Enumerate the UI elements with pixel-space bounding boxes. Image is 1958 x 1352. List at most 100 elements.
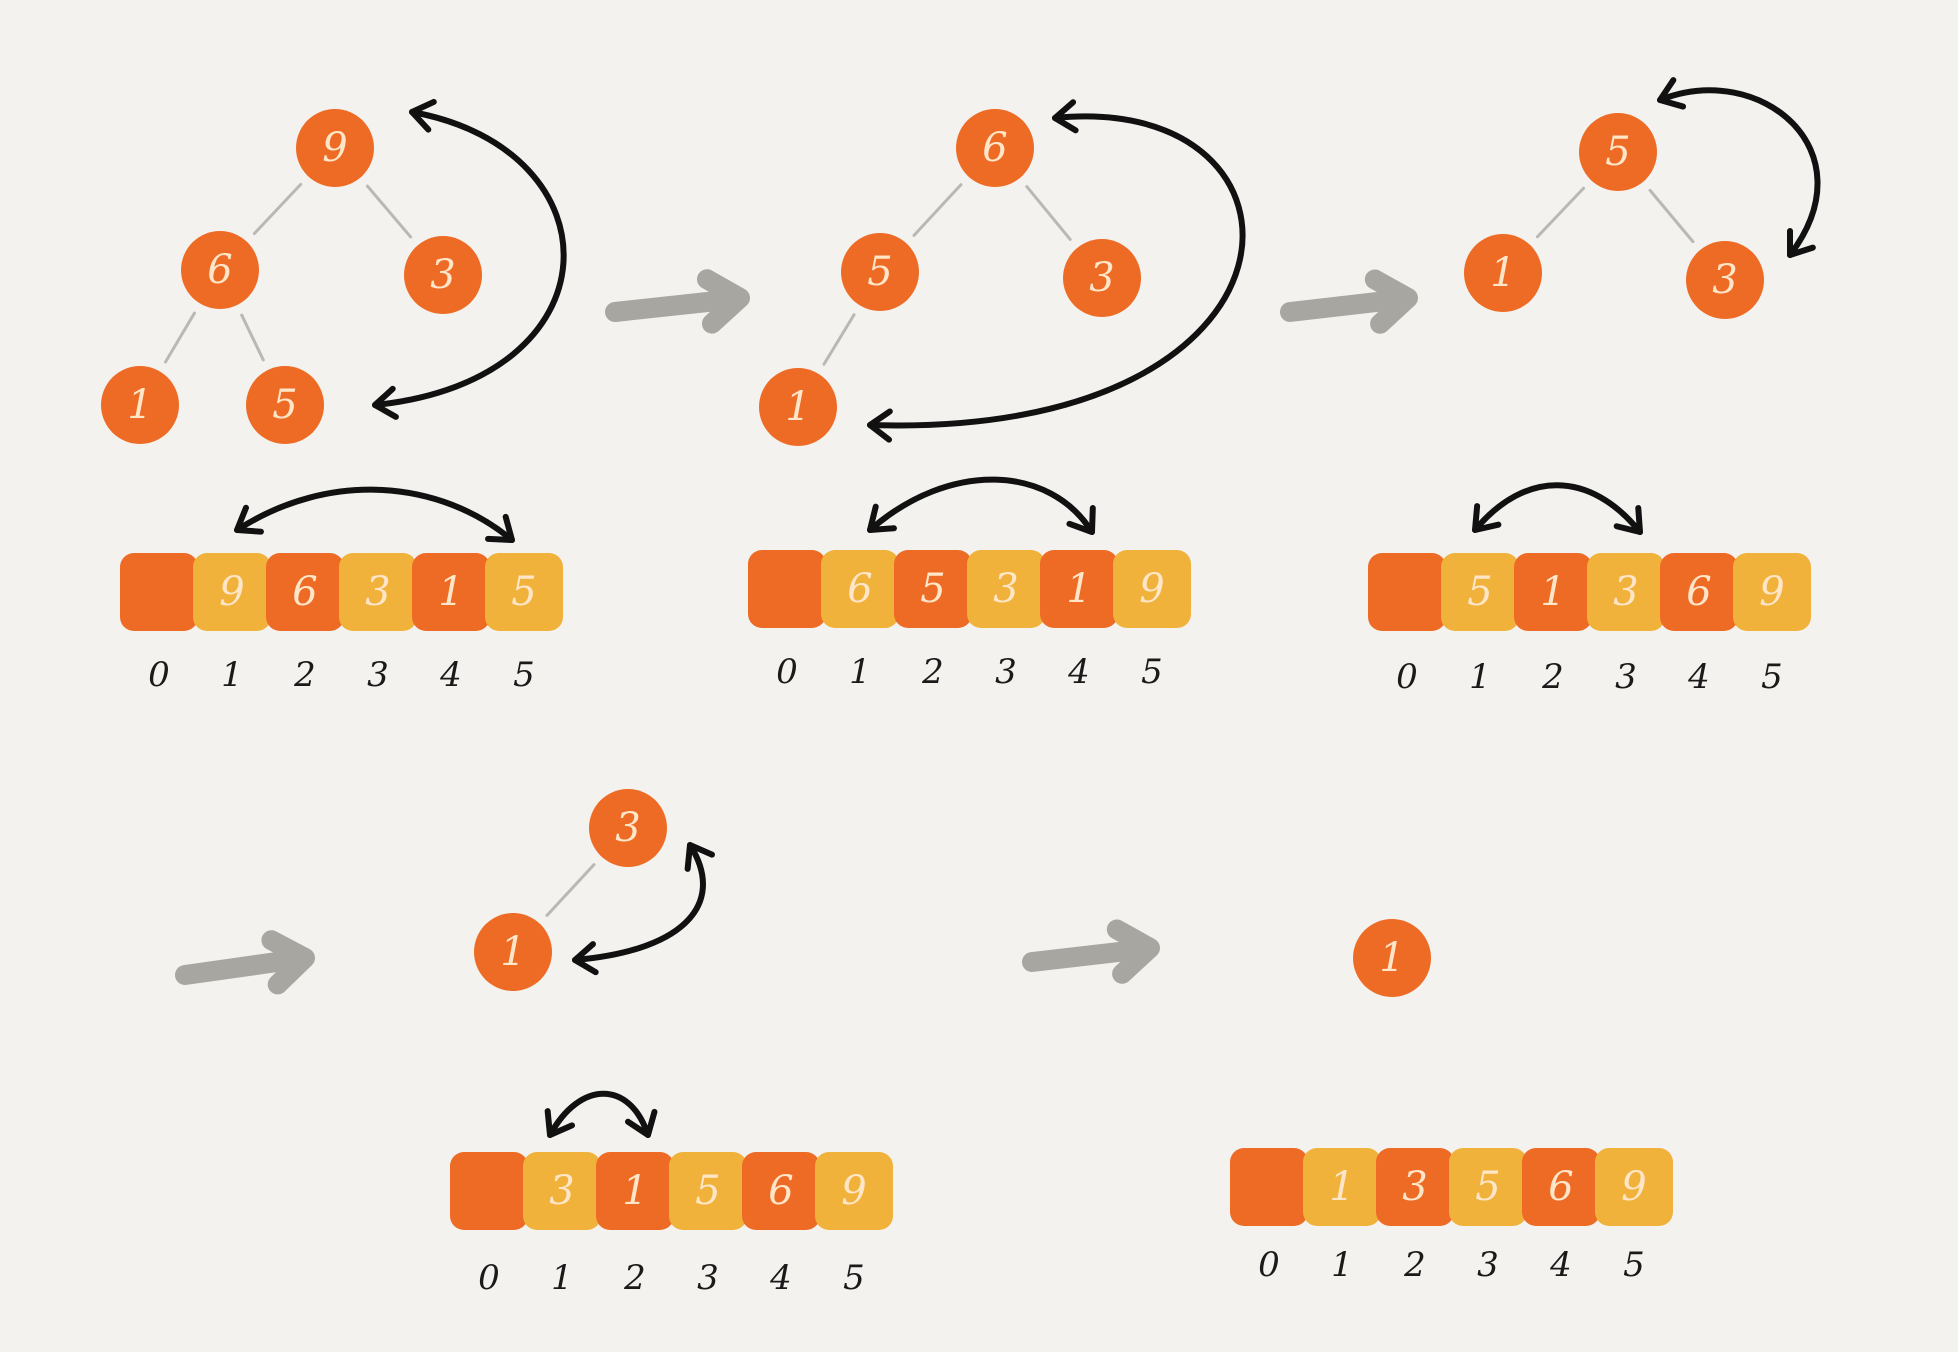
swap-arrow	[572, 842, 706, 963]
tree-edge	[545, 863, 596, 917]
swap-arrow	[547, 1090, 651, 1138]
array-index-label: 0	[1396, 657, 1418, 697]
array-cell-empty	[120, 553, 198, 631]
array-cell: 9	[1733, 553, 1811, 631]
tree-edge	[240, 313, 265, 362]
array-index-label: 1	[221, 655, 243, 695]
array-index-label: 5	[1761, 657, 1783, 697]
heap-node: 3	[1063, 239, 1141, 317]
tree-edge	[912, 183, 963, 237]
array-index-label: 3	[1615, 657, 1637, 697]
swap-arrow-head-icon	[1613, 505, 1643, 535]
array-index-label: 2	[1542, 657, 1564, 697]
swap-arrow-head-icon	[409, 98, 437, 133]
heap-node: 3	[1686, 241, 1764, 319]
array-index-label: 4	[1688, 657, 1710, 697]
flow-arrow	[605, 290, 736, 322]
array-cell: 1	[1040, 550, 1118, 628]
heap-node: 5	[246, 366, 324, 444]
tree-edge	[365, 184, 413, 239]
heap-node: 3	[404, 236, 482, 314]
array-index-label: 5	[843, 1258, 865, 1298]
array-index-label: 5	[513, 655, 535, 695]
array-index-label: 4	[1550, 1245, 1572, 1285]
flow-arrow-head-icon	[1364, 269, 1418, 334]
array-cell: 6	[266, 553, 344, 631]
array-index-label: 1	[849, 652, 871, 692]
swap-arrow-head-icon	[485, 513, 515, 543]
array-index-label: 2	[624, 1258, 646, 1298]
swap-arrow	[1657, 87, 1821, 258]
array-index-label: 4	[440, 655, 462, 695]
swap-arrow	[867, 113, 1246, 429]
array-index-label: 2	[1404, 1245, 1426, 1285]
array-index-label: 4	[1068, 652, 1090, 692]
swap-arrow	[867, 476, 1095, 535]
array-cell: 6	[1522, 1148, 1600, 1226]
array-index-label: 2	[922, 652, 944, 692]
tree-edge	[1648, 188, 1695, 244]
array-cell: 3	[1376, 1148, 1454, 1226]
array-index-label: 4	[770, 1258, 792, 1298]
array-index-label: 5	[1623, 1245, 1645, 1285]
swap-arrow-head-icon	[1657, 77, 1687, 110]
array-cell: 3	[967, 550, 1045, 628]
array-index-label: 3	[697, 1258, 719, 1298]
array-cell: 5	[669, 1152, 747, 1230]
array-cell: 9	[1113, 550, 1191, 628]
heap-node: 6	[956, 109, 1034, 187]
array-cell-empty	[748, 550, 826, 628]
heap-node: 1	[1464, 234, 1542, 312]
swap-arrow-head-icon	[572, 941, 599, 976]
array-index-label: 3	[1477, 1245, 1499, 1285]
array-index-label: 0	[148, 655, 170, 695]
swap-arrow	[1472, 482, 1643, 535]
array-cell: 9	[193, 553, 271, 631]
array-cell: 6	[1660, 553, 1738, 631]
heap-node: 1	[101, 366, 179, 444]
array-index-label: 5	[1141, 652, 1163, 692]
heap-node: 9	[296, 109, 374, 187]
swap-arrow-head-icon	[1787, 228, 1816, 258]
array-cell-empty	[1368, 553, 1446, 631]
swap-arrow-head-icon	[867, 503, 897, 533]
flow-arrow-head-icon	[261, 930, 315, 995]
tree-edge	[822, 313, 856, 366]
heap-node: 6	[181, 231, 259, 309]
array-index-label: 0	[478, 1258, 500, 1298]
array-cell-empty	[450, 1152, 528, 1230]
tree-edge	[163, 311, 197, 364]
swap-arrow-head-icon	[372, 385, 399, 420]
swap-arrow-head-icon	[1472, 503, 1502, 533]
swap-arrow-head-icon	[625, 1108, 658, 1138]
swap-arrow	[234, 486, 515, 543]
array-cell: 9	[1595, 1148, 1673, 1226]
heap-node: 1	[1353, 919, 1431, 997]
swap-arrow-head-icon	[1052, 99, 1079, 134]
array-cell: 1	[1514, 553, 1592, 631]
heap-node: 1	[759, 368, 837, 446]
swap-arrow-head-icon	[867, 408, 893, 443]
array-cell: 5	[894, 550, 972, 628]
array-cell: 3	[523, 1152, 601, 1230]
tree-edge	[1025, 185, 1072, 241]
array-index-label: 1	[1469, 657, 1491, 697]
array-cell: 5	[1441, 553, 1519, 631]
flow-arrow	[1022, 940, 1146, 972]
array-cell: 5	[1449, 1148, 1527, 1226]
array-cell: 1	[1303, 1148, 1381, 1226]
swap-arrow-head-icon	[1066, 505, 1096, 535]
swap-arrow-head-icon	[544, 1108, 575, 1138]
array-cell: 5	[485, 553, 563, 631]
flow-arrow-head-icon	[696, 269, 750, 334]
flow-arrow	[175, 950, 301, 985]
array-cell: 3	[1587, 553, 1665, 631]
swap-arrow	[372, 109, 567, 408]
array-index-label: 3	[995, 652, 1017, 692]
array-cell-empty	[1230, 1148, 1308, 1226]
array-index-label: 0	[1258, 1245, 1280, 1285]
tree-edge	[1535, 186, 1586, 239]
tree-edge	[252, 182, 303, 236]
heap-node: 5	[841, 233, 919, 311]
array-cell: 9	[815, 1152, 893, 1230]
